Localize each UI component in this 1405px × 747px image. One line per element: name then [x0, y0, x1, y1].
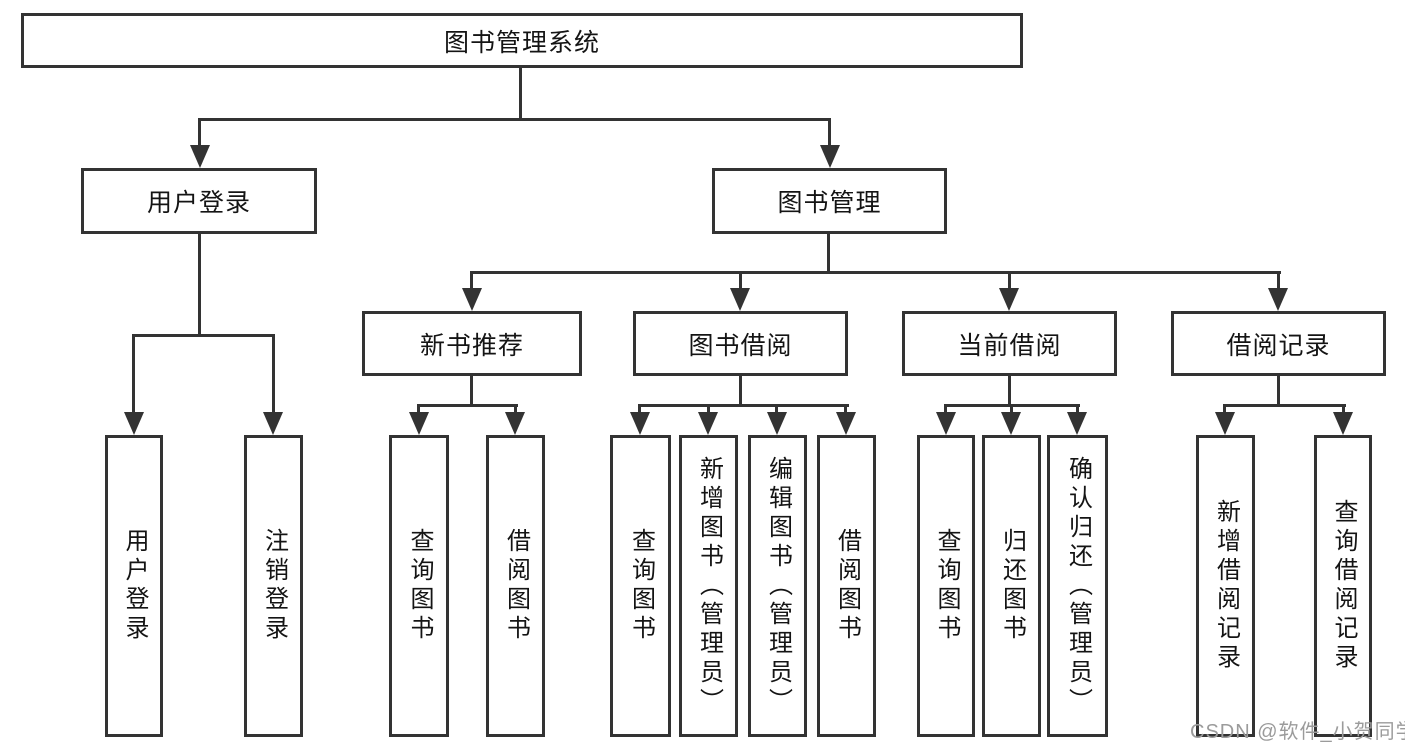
connector-line	[638, 404, 641, 416]
connector-line	[132, 334, 275, 337]
arrow-down-icon	[190, 145, 210, 168]
arrow-down-icon	[936, 412, 956, 435]
node-current-borrowing: 当前借阅	[902, 311, 1117, 376]
connector-line	[1008, 271, 1011, 293]
arrow-down-icon	[630, 412, 650, 435]
connector-line	[1277, 271, 1280, 293]
leaf-current-query-book: 查询图书	[917, 435, 975, 737]
node-book-management-label: 图书管理	[777, 189, 882, 217]
connector-line	[132, 334, 135, 416]
arrow-down-icon	[820, 145, 840, 168]
leaf-borrowing-add-book-admin: 新增图书（管理员）	[679, 435, 738, 737]
arrow-down-icon	[999, 288, 1019, 311]
arrow-down-icon	[1067, 412, 1087, 435]
arrow-down-icon	[698, 412, 718, 435]
leaf-borrowing-query-book-label: 查询图书	[627, 528, 655, 644]
arrow-down-icon	[1268, 288, 1288, 311]
connector-line	[775, 404, 778, 416]
node-current-borrowing-label: 当前借阅	[957, 331, 1062, 360]
node-user-login-label: 用户登录	[146, 189, 251, 217]
connector-line	[417, 404, 420, 416]
leaf-current-confirm-return-admin: 确认归还（管理员）	[1047, 435, 1108, 737]
connector-line	[844, 404, 847, 416]
connector-line	[1008, 376, 1011, 407]
connector-line	[638, 404, 849, 407]
arrow-down-icon	[767, 412, 787, 435]
leaf-recommend-borrow-book-label: 借阅图书	[502, 528, 530, 644]
node-book-borrowing-label: 图书借阅	[688, 331, 793, 360]
csdn-watermark: CSDN @软件_小贺同学	[1190, 721, 1405, 743]
arrow-down-icon	[462, 288, 482, 311]
leaf-logout: 注销登录	[244, 435, 303, 737]
connector-line	[1223, 404, 1346, 407]
leaf-borrowing-edit-book-admin: 编辑图书（管理员）	[748, 435, 807, 737]
node-user-login: 用户登录	[81, 168, 317, 234]
leaf-user-login: 用户登录	[105, 435, 163, 737]
leaf-records-add-record-label: 新增借阅记录	[1212, 499, 1240, 673]
arrow-down-icon	[1001, 412, 1021, 435]
node-new-book-recommend: 新书推荐	[362, 311, 582, 376]
connector-line	[1223, 404, 1226, 416]
connector-line	[707, 404, 710, 416]
connector-line	[519, 68, 522, 121]
connector-line	[739, 376, 742, 407]
leaf-borrowing-add-book-admin-label: 新增图书（管理员）	[695, 455, 723, 717]
node-borrowing-records-label: 借阅记录	[1226, 331, 1331, 360]
node-borrowing-records: 借阅记录	[1171, 311, 1386, 376]
leaf-records-query-record: 查询借阅记录	[1314, 435, 1372, 737]
leaf-current-return-book: 归还图书	[982, 435, 1041, 737]
connector-line	[470, 271, 1281, 274]
arrow-down-icon	[505, 412, 525, 435]
arrow-down-icon	[263, 412, 283, 435]
arrow-down-icon	[124, 412, 144, 435]
node-book-management: 图书管理	[712, 168, 947, 234]
connector-line	[470, 376, 473, 407]
connector-line	[198, 118, 201, 148]
connector-line	[198, 234, 201, 337]
arrow-down-icon	[1215, 412, 1235, 435]
leaf-logout-label: 注销登录	[260, 528, 288, 644]
leaf-borrowing-edit-book-admin-label: 编辑图书（管理员）	[764, 455, 792, 717]
leaf-user-login-label: 用户登录	[121, 528, 148, 644]
leaf-recommend-query-book-label: 查询图书	[406, 528, 433, 644]
connector-line	[1342, 404, 1345, 416]
arrow-down-icon	[836, 412, 856, 435]
connector-line	[739, 271, 742, 293]
connector-line	[272, 334, 275, 416]
leaf-current-query-book-label: 查询图书	[933, 528, 960, 644]
arrow-down-icon	[730, 288, 750, 311]
arrow-down-icon	[1333, 412, 1353, 435]
leaf-recommend-borrow-book: 借阅图书	[486, 435, 545, 737]
connector-line	[1010, 404, 1013, 416]
node-new-book-recommend-label: 新书推荐	[419, 331, 524, 360]
connector-line	[198, 118, 831, 121]
connector-line	[1277, 376, 1280, 407]
node-book-borrowing: 图书借阅	[633, 311, 848, 376]
connector-line	[827, 234, 830, 274]
connector-line	[417, 404, 518, 407]
leaf-current-return-book-label: 归还图书	[998, 528, 1026, 644]
leaf-records-query-record-label: 查询借阅记录	[1330, 499, 1357, 673]
connector-line	[470, 271, 473, 293]
leaf-borrowing-borrow-book-label: 借阅图书	[833, 528, 861, 644]
connector-line	[514, 404, 517, 416]
leaf-borrowing-query-book: 查询图书	[610, 435, 671, 737]
connector-line	[1076, 404, 1079, 416]
leaf-recommend-query-book: 查询图书	[389, 435, 449, 737]
leaf-records-add-record: 新增借阅记录	[1196, 435, 1255, 737]
leaf-borrowing-borrow-book: 借阅图书	[817, 435, 876, 737]
arrow-down-icon	[409, 412, 429, 435]
leaf-current-confirm-return-admin-label: 确认归还（管理员）	[1064, 455, 1092, 717]
connector-line	[944, 404, 947, 416]
node-root: 图书管理系统	[21, 13, 1023, 68]
connector-line	[828, 118, 831, 148]
node-root-label: 图书管理系统	[443, 28, 600, 57]
